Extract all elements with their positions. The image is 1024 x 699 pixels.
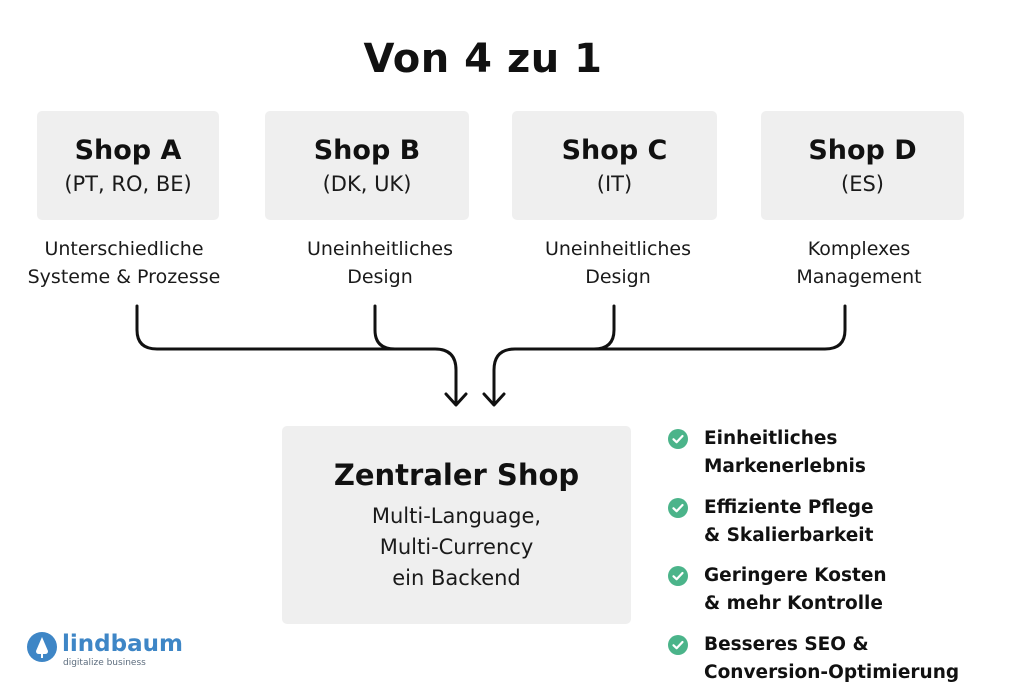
benefit-text: Besseres SEO & Conversion-Optimierung	[704, 631, 1018, 687]
logo-tagline: digitalize business	[63, 657, 146, 669]
logo-name: lindbaum	[62, 630, 183, 658]
check-circle-icon	[668, 429, 688, 449]
benefit-item: Effiziente Pflege & Skalierbarkeit	[668, 494, 1018, 563]
company-logo: lindbaum digitalize business	[27, 630, 187, 670]
check-circle-icon	[668, 635, 688, 655]
benefit-text: Geringere Kosten & mehr Kontrolle	[704, 562, 1018, 618]
check-circle-icon	[668, 498, 688, 518]
connector-shop-d	[494, 306, 845, 404]
benefit-list: Einheitliches Markenerlebnis Effiziente …	[668, 425, 1018, 699]
connector-shop-b	[375, 306, 395, 349]
connector-shop-c	[594, 306, 614, 349]
tree-drop-icon	[27, 632, 57, 662]
connector-shop-a	[137, 306, 456, 404]
benefit-item: Geringere Kosten & mehr Kontrolle	[668, 562, 1018, 631]
benefit-text: Einheitliches Markenerlebnis	[704, 425, 1018, 481]
central-shop-title: Zentraler Shop	[282, 457, 631, 493]
central-shop-box: Zentraler Shop Multi-Language, Multi-Cur…	[282, 426, 631, 624]
benefit-text: Effiziente Pflege & Skalierbarkeit	[704, 494, 1018, 550]
central-shop-description: Multi-Language, Multi-Currency ein Backe…	[282, 501, 631, 594]
check-circle-icon	[668, 566, 688, 586]
benefit-item: Besseres SEO & Conversion-Optimierung	[668, 631, 1018, 699]
benefit-item: Einheitliches Markenerlebnis	[668, 425, 1018, 494]
